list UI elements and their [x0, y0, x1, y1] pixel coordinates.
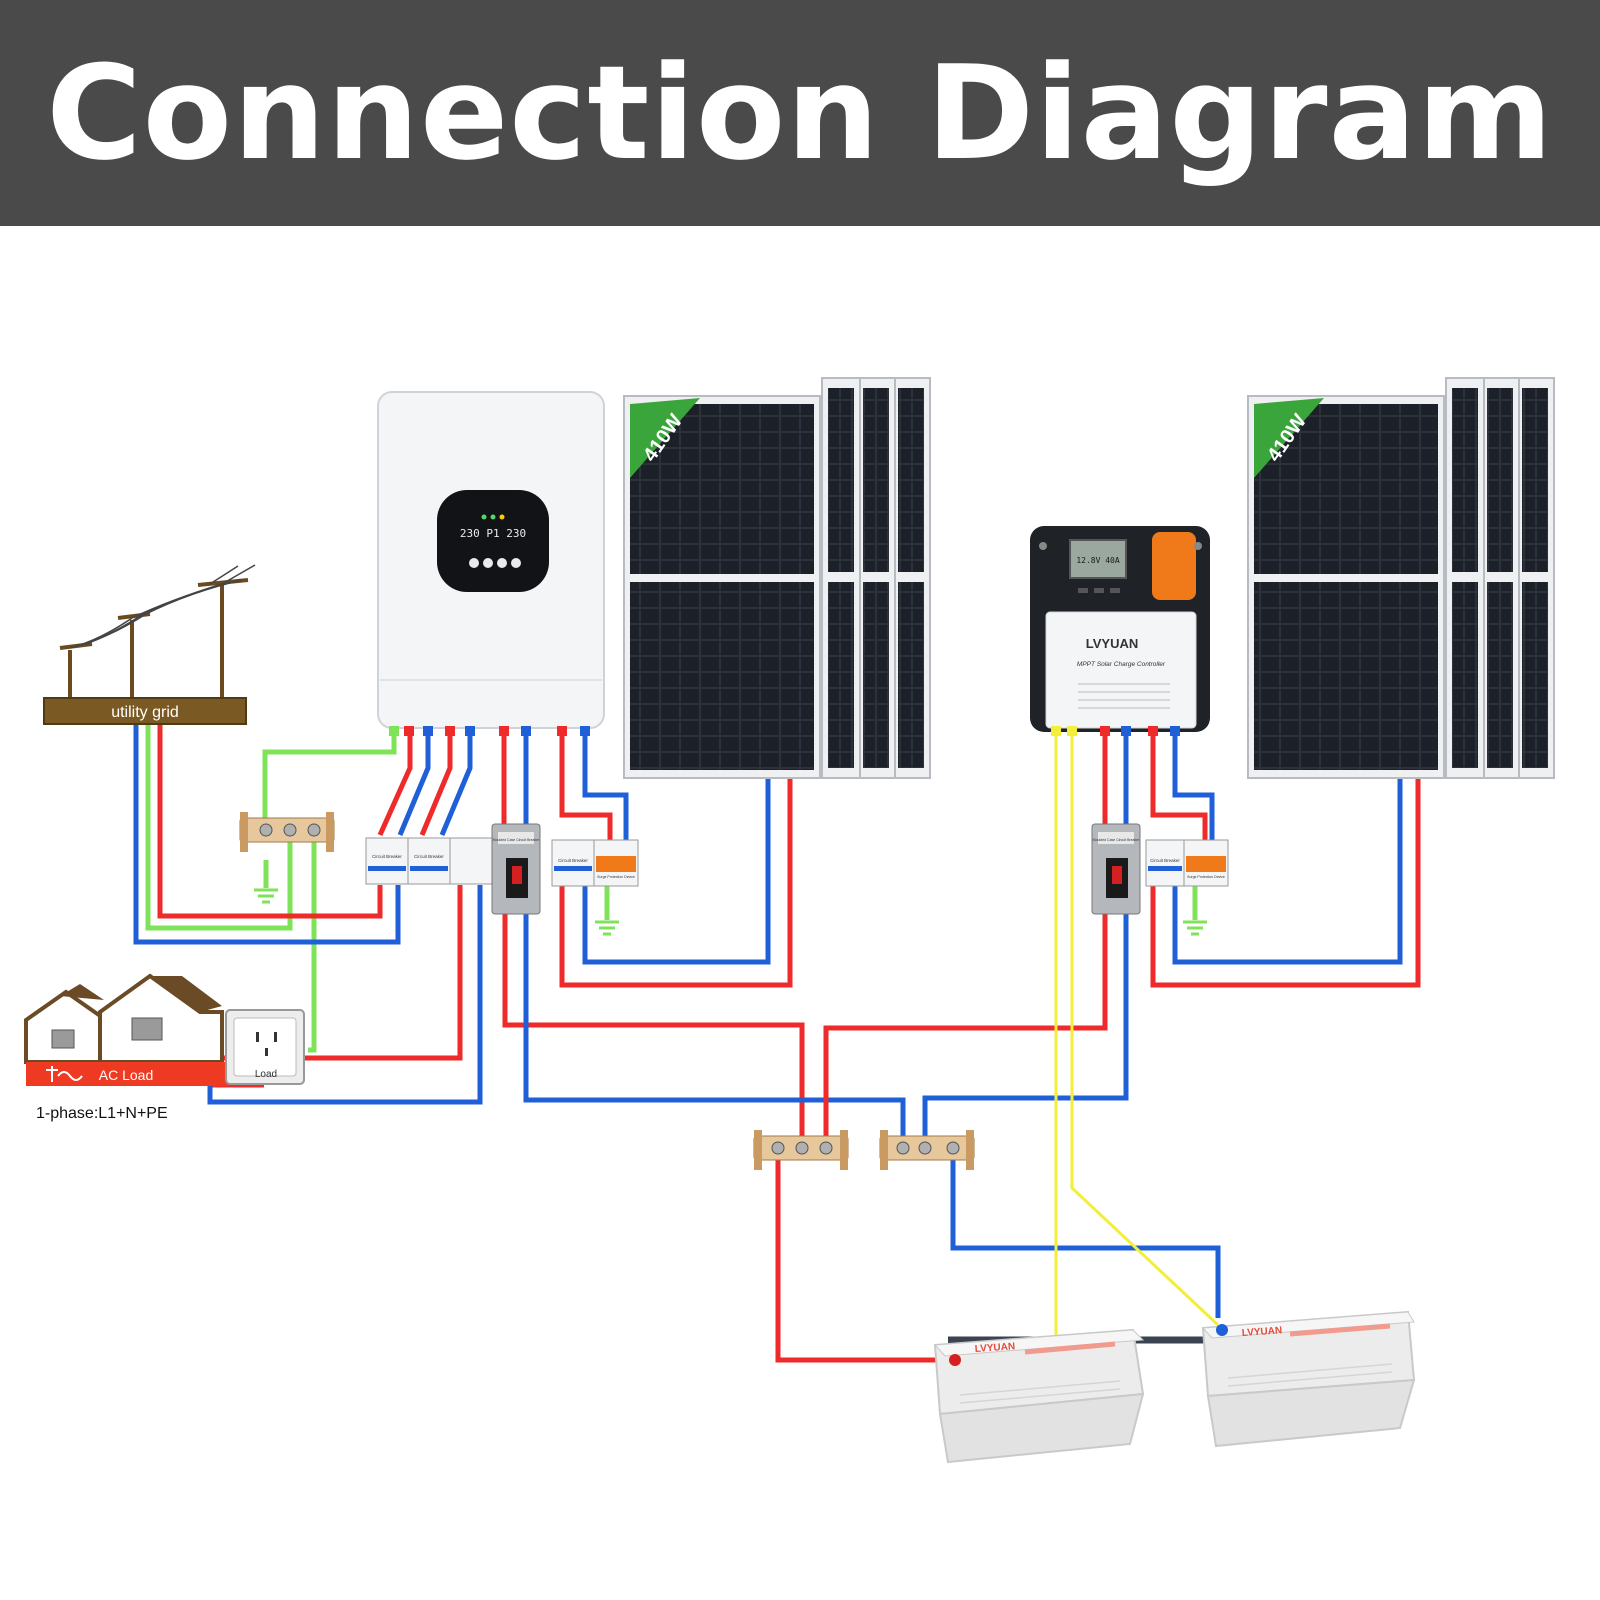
- battery-negative-wire: [523, 912, 906, 1148]
- solar-panel-front: 410W: [623, 395, 821, 779]
- ground-busbar: [239, 812, 335, 852]
- breaker-label: Surge Protection Device: [1187, 875, 1225, 879]
- breaker-label: Moulded Case Circuit Breaker: [1093, 838, 1141, 842]
- pv-positive-wire: [1150, 775, 1421, 988]
- breaker-label: Circuit Breaker: [414, 854, 444, 859]
- ground-wire: [145, 718, 293, 931]
- load-socket: Load: [225, 1009, 305, 1085]
- breaker-label: Circuit Breaker: [558, 858, 588, 863]
- inverter-ac-wire: [377, 736, 413, 837]
- controller-product-name: MPPT Solar Charge Controller: [1077, 661, 1166, 668]
- solar-panel: [1445, 377, 1485, 779]
- ac-load-label: AC Load: [99, 1067, 153, 1083]
- solar-panel: [1515, 377, 1555, 779]
- controller-front-label: [1045, 611, 1197, 729]
- controller-terminals: [1051, 726, 1180, 736]
- pv-positive-wire: [559, 736, 613, 840]
- inverter-ac-wire: [439, 736, 473, 836]
- sensor-wire: [1070, 736, 1220, 1327]
- moulded-case-breaker-right: Moulded Case Circuit Breaker: [1091, 823, 1141, 915]
- solar-panel: [856, 377, 896, 779]
- utility-grid-label: utility grid: [111, 704, 179, 721]
- mppt-charge-controller: 12.8V 40A LVYUAN MPPT Solar Charge Contr…: [1030, 526, 1210, 736]
- pv-positive-wire: [1150, 736, 1208, 840]
- inverter-ac-wire: [419, 736, 453, 836]
- moulded-case-breaker-left: Moulded Case Circuit Breaker: [491, 823, 541, 915]
- solar-panel: [821, 377, 861, 779]
- controller-brand: LVYUAN: [1086, 636, 1138, 651]
- controller-positive-wire: [823, 912, 1108, 1148]
- solar-panel-front: 410W: [1247, 395, 1445, 779]
- ground-symbol: [595, 920, 619, 936]
- battery-brand: LVYUAN: [1241, 1325, 1282, 1339]
- pv-breaker-spd-right: Circuit Breaker Surge Protection Device: [1145, 839, 1229, 887]
- inverter-terminals: [389, 726, 590, 736]
- ac-load-icon: [46, 1066, 83, 1082]
- wattage-badge: [1254, 398, 1324, 478]
- pv-array-left: 410W: [623, 377, 931, 779]
- pv-negative-wire: [582, 775, 771, 965]
- header-banner: Connection Diagram: [0, 0, 1600, 226]
- ground-wire: [308, 830, 317, 1053]
- ground-wire: [262, 732, 397, 830]
- battery-brand: LVYUAN: [974, 1341, 1015, 1355]
- ac-breaker-group: Circuit Breaker Circuit Breaker: [365, 837, 493, 885]
- battery: LVYUAN: [1201, 1310, 1416, 1448]
- breaker-label: Moulded Case Circuit Breaker: [493, 838, 541, 842]
- breaker-label: Circuit Breaker: [372, 854, 402, 859]
- inverter-display-readout: 230 P1 230: [460, 527, 526, 540]
- grid-line-wire: [157, 718, 383, 919]
- wiring: [133, 718, 1421, 1363]
- pv-breaker-spd-left: Circuit Breaker Surge Protection Device: [551, 839, 639, 887]
- battery: LVYUAN: [933, 1328, 1145, 1464]
- pv-positive-wire: [559, 775, 793, 988]
- page-title: Connection Diagram: [46, 37, 1554, 189]
- negative-busbar: [879, 1130, 975, 1170]
- battery-positive-wire: [775, 1160, 955, 1363]
- controller-negative-wire: [922, 912, 1129, 1148]
- positive-busbar: [753, 1130, 849, 1170]
- breaker-label: Circuit Breaker: [1150, 858, 1180, 863]
- battery-positive-wire: [502, 912, 805, 1148]
- controller-lcd: [1069, 539, 1127, 579]
- solar-panel: [891, 377, 931, 779]
- socket-label: Load: [255, 1069, 277, 1080]
- inverter-ac-wire: [397, 736, 431, 836]
- pv-array-right: 410W: [1247, 377, 1555, 779]
- hybrid-inverter: 230 P1 230: [377, 391, 605, 736]
- ac-load-houses: AC Load: [24, 973, 228, 1086]
- pv-negative-wire: [1172, 775, 1403, 965]
- utility-grid: utility grid: [43, 564, 256, 725]
- ground-symbol: [254, 888, 278, 904]
- inverter-display-bezel: [437, 490, 549, 592]
- grid-neutral-wire: [133, 718, 401, 945]
- pv-negative-wire: [1172, 736, 1215, 840]
- phase-label: 1-phase:L1+N+PE: [36, 1105, 168, 1122]
- pv-negative-wire: [582, 736, 629, 840]
- breaker-label: Surge Protection Device: [597, 875, 635, 879]
- controller-lcd-readout: 12.8V 40A: [1076, 556, 1120, 565]
- solar-panel: [1480, 377, 1520, 779]
- wattage-badge: [630, 398, 700, 478]
- battery-negative-wire: [950, 1160, 1221, 1318]
- ground-symbol: [1183, 920, 1207, 936]
